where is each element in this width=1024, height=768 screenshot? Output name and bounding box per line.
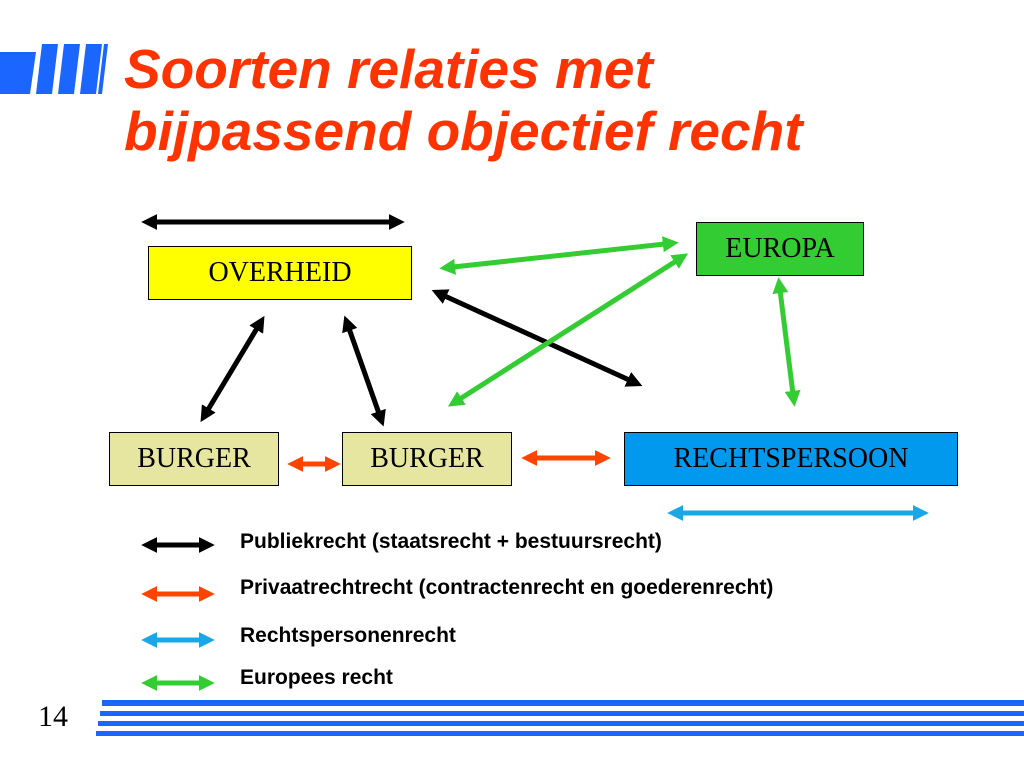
arrow-europa-burger2: [447, 253, 689, 407]
arrow-overheid-burger1: [200, 315, 265, 423]
title-line-1: Soorten relaties met: [124, 38, 653, 100]
node-burger-right: BURGER: [342, 432, 512, 486]
arrow-overheid-burger2: [342, 315, 386, 427]
page-number: 14: [38, 700, 68, 733]
arrow-europa-rechtspersoon: [772, 277, 801, 407]
node-overheid: OVERHEID: [148, 246, 412, 300]
legend-label-publiekrecht: Publiekrecht (staatsrecht + bestuursrech…: [240, 530, 662, 553]
slide-title: Soorten relaties met bijpassend objectie…: [124, 38, 1004, 162]
legend-label-europees: Europees recht: [240, 666, 393, 689]
legend-label-privaatrecht: Privaatrechtrecht (contractenrecht en go…: [240, 576, 774, 599]
footer-lines: [96, 700, 1024, 736]
arrow-europa-overheid: [439, 236, 679, 275]
node-rechtspersoon: RECHTSPERSOON: [624, 432, 958, 486]
logo-bars: [0, 44, 108, 94]
node-burger-left: BURGER: [109, 432, 279, 486]
node-europa: EUROPA: [696, 222, 864, 276]
title-line-2: bijpassend objectief recht: [124, 100, 803, 162]
legend-label-rechtspersonenrecht: Rechtspersonenrecht: [240, 624, 456, 647]
